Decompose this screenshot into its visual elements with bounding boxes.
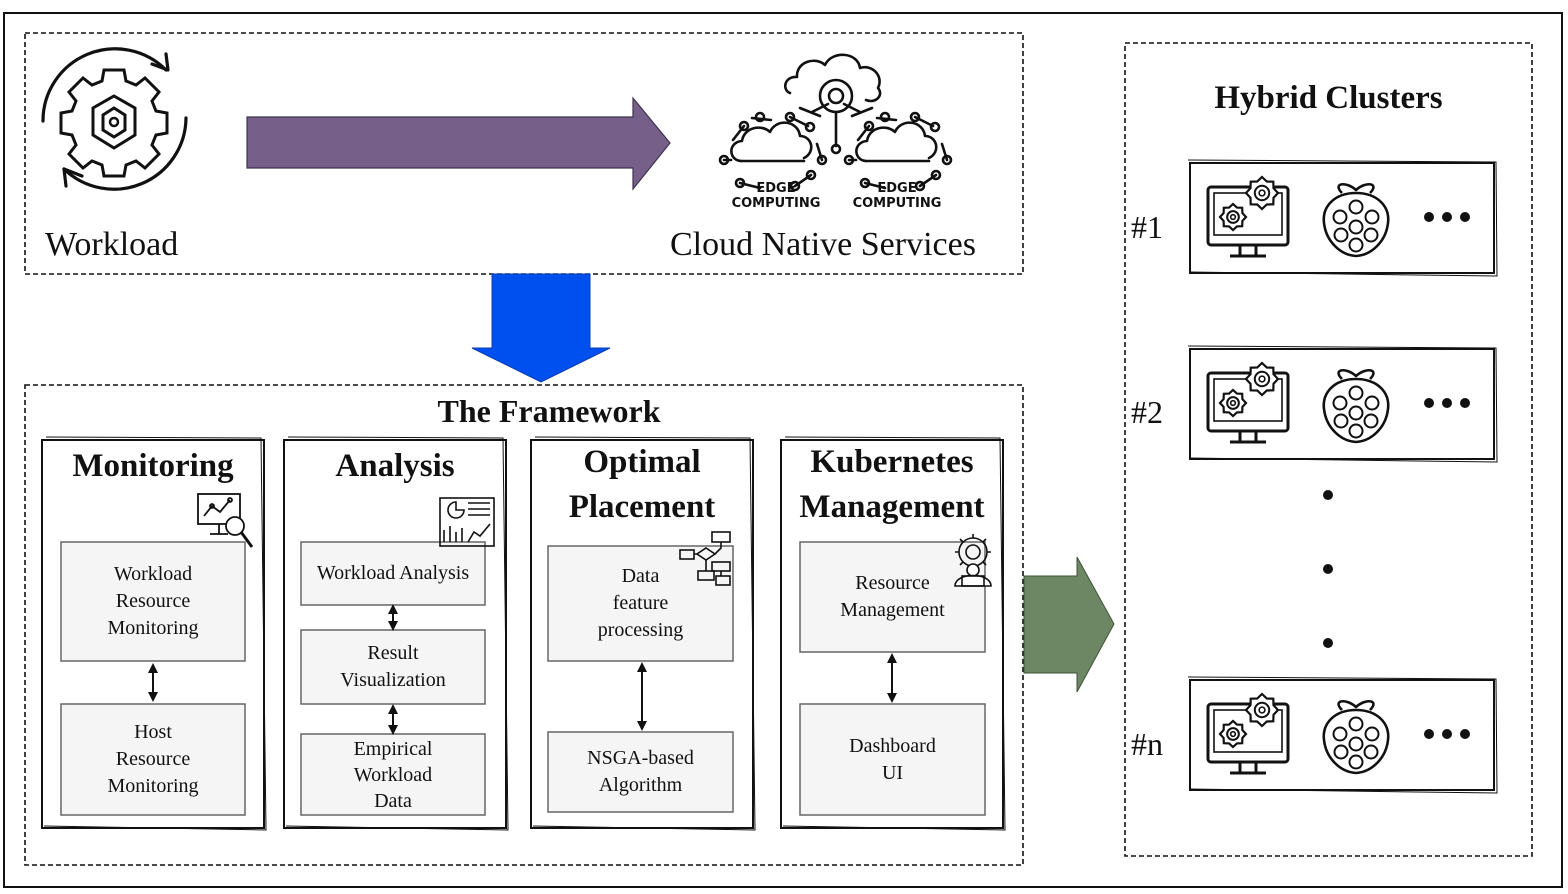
box-line: Monitoring <box>107 617 199 639</box>
more-icon <box>1424 398 1470 408</box>
workload-gear-icon <box>41 47 188 191</box>
box-line: Management <box>840 599 945 621</box>
nsga-algorithm-box: NSGA-based Algorithm <box>548 732 733 812</box>
host-resource-monitoring-box: Host Resource Monitoring <box>61 704 245 815</box>
inner-boxes <box>60 541 986 816</box>
edge-label-line1: EDGE <box>756 181 796 196</box>
box-line: feature <box>612 592 669 614</box>
cluster-row-icons <box>1206 361 1470 444</box>
hybrid-clusters-title: Hybrid Clusters <box>1214 80 1443 116</box>
workload-analysis-box: Workload Analysis <box>301 542 485 605</box>
box-line: Resource <box>115 748 191 770</box>
clusters-arrow <box>1023 556 1115 693</box>
workload-resource-monitoring-box: Workload Resource Monitoring <box>61 542 245 661</box>
module-title-kubernetes: Kubernetes <box>810 444 974 480</box>
box-line: Dashboard <box>849 734 936 757</box>
edge-label-line2: COMPUTING <box>731 196 821 211</box>
edge-label-line2: COMPUTING <box>852 196 942 211</box>
report-charts-icon <box>439 497 495 547</box>
box-line: Host <box>134 721 172 743</box>
dashboard-ui-box: Dashboard UI <box>800 704 985 815</box>
module-title-monitoring: Monitoring <box>72 448 234 484</box>
connector-arrows <box>148 604 897 735</box>
edge-computing-label-right: EDGE COMPUTING <box>839 181 955 211</box>
edge-computing-label-left: EDGE COMPUTING <box>718 181 834 211</box>
cluster-row-icons <box>1206 692 1470 775</box>
module-title-placement: Placement <box>568 489 716 525</box>
framework-down-arrow <box>471 273 611 383</box>
clusters-container <box>1124 42 1533 857</box>
cluster-bars <box>1187 159 1498 794</box>
raspberry-pi-icon <box>1322 183 1390 258</box>
cluster-label-1: #1 <box>1131 209 1163 245</box>
box-line: Data <box>621 565 660 587</box>
box-line: Monitoring <box>107 775 199 797</box>
workload-label: Workload <box>45 226 179 263</box>
gear-person-icon <box>954 534 992 587</box>
box-line: Result <box>367 642 419 664</box>
edge-label-line1: EDGE <box>877 181 917 196</box>
module-title-management: Management <box>799 489 985 525</box>
box-line: Resource <box>855 572 930 594</box>
edge-computing-cloud-icon <box>718 53 953 192</box>
box-line: NSGA-based <box>587 747 694 769</box>
flowchart-icon <box>679 531 731 586</box>
box-line: Algorithm <box>598 774 683 796</box>
raspberry-pi-icon <box>1322 700 1390 775</box>
more-icon <box>1424 729 1470 739</box>
box-line: Workload Analysis <box>316 562 470 584</box>
cluster-ellipsis <box>1323 490 1333 648</box>
resource-management-box: Resource Management <box>800 542 985 652</box>
cluster-label-2: #2 <box>1131 394 1163 430</box>
monitor-gears-icon <box>1206 175 1290 258</box>
result-visualization-box: Result Visualization <box>301 630 485 704</box>
box-line: Workload <box>353 763 433 786</box>
box-line: Empirical <box>353 737 433 760</box>
outer-border <box>3 12 1563 888</box>
more-icon <box>1424 212 1470 222</box>
box-line: UI <box>881 761 904 784</box>
workload-arrow <box>246 96 671 191</box>
module-title-optimal: Optimal <box>583 444 701 480</box>
monitor-gears-icon <box>1206 692 1290 775</box>
module-frames <box>41 436 1006 831</box>
box-line: processing <box>597 619 684 641</box>
framework-title: The Framework <box>437 393 661 429</box>
raspberry-pi-icon <box>1322 369 1390 444</box>
chart-magnifier-icon <box>197 493 254 548</box>
monitor-gears-icon <box>1206 361 1290 444</box>
cluster-row-icons <box>1206 175 1470 258</box>
empirical-workload-data-box: Empirical Workload Data <box>301 734 485 815</box>
cloud-native-services-label: Cloud Native Services <box>670 226 976 263</box>
box-line: Resource <box>115 590 191 612</box>
box-line: Data <box>374 789 412 812</box>
framework-container <box>24 384 1024 866</box>
module-title-analysis: Analysis <box>335 448 455 484</box>
data-feature-processing-box: Data feature processing <box>548 546 733 661</box>
cluster-label-n: #n <box>1131 726 1163 762</box>
box-line: Workload <box>113 563 193 585</box>
box-line: Visualization <box>340 669 446 691</box>
